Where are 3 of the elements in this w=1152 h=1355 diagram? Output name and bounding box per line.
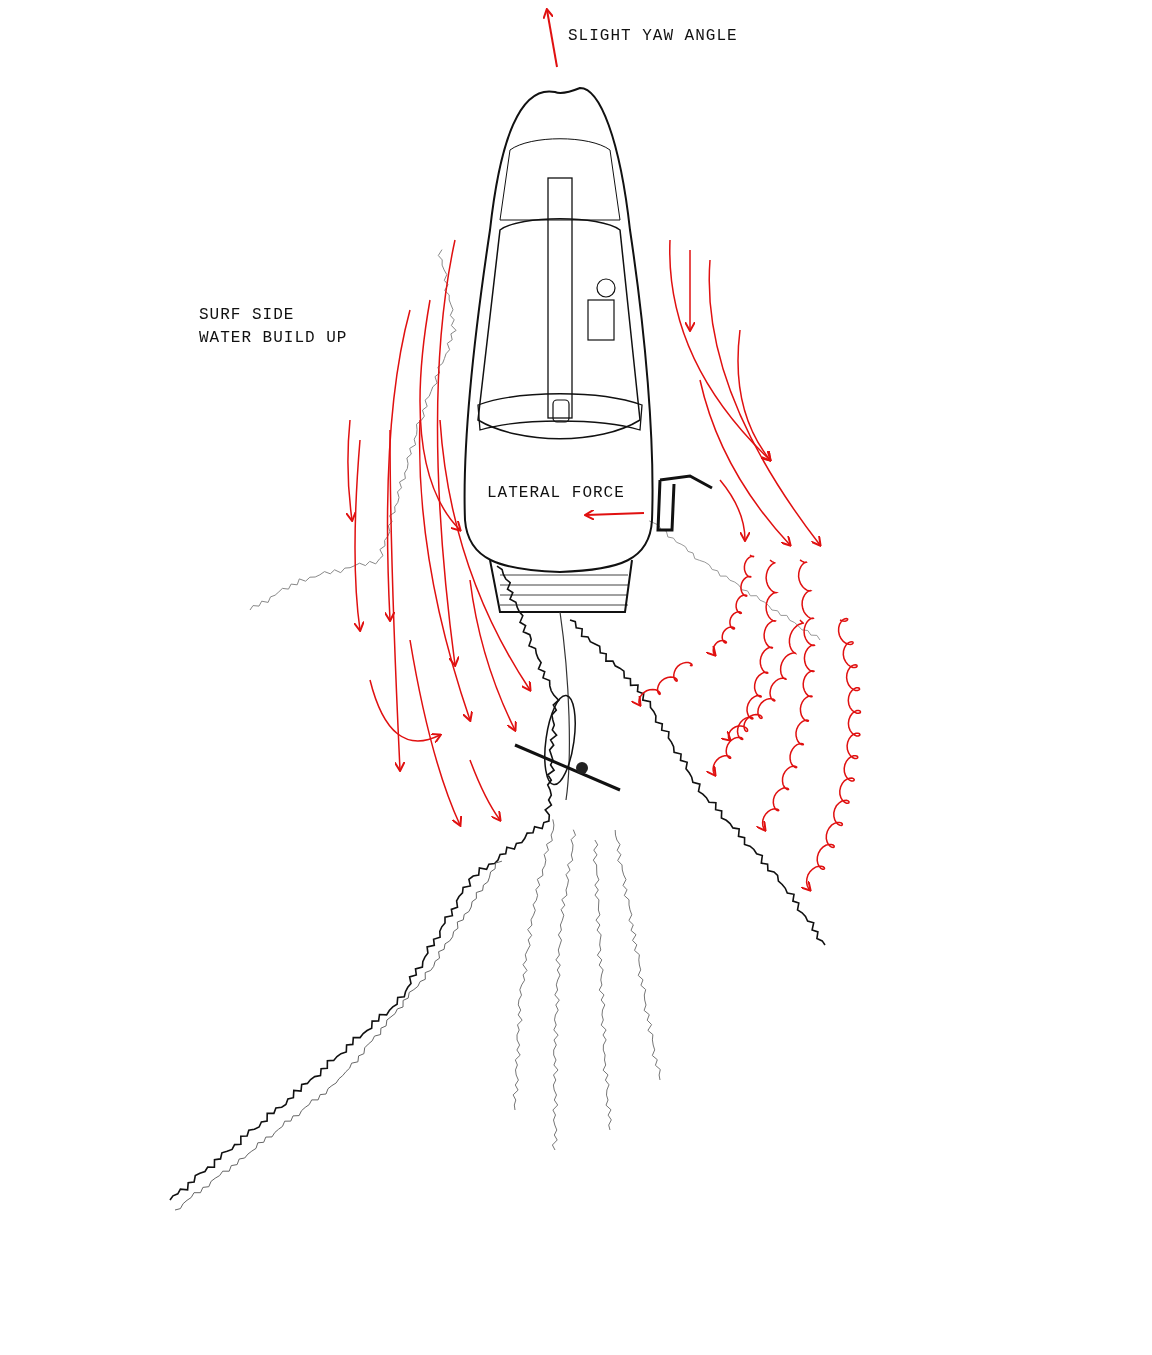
annotation-text: SLIGHT YAW ANGLE (568, 26, 738, 47)
annotation-text: LATERAL FORCE (487, 483, 625, 504)
annotation-text: SURF SIDE WATER BUILD UP (199, 305, 349, 349)
